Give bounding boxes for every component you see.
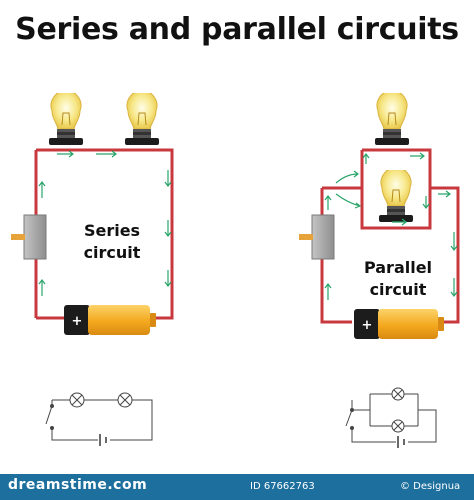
series-schematic-switch <box>45 405 53 425</box>
footer-brand: dreamstime.com <box>8 477 148 493</box>
parallel-schematic-battery <box>397 436 405 448</box>
parallel-battery: + <box>354 309 444 339</box>
parallel-current-arrows <box>324 152 458 300</box>
parallel-schematic-lamp-2 <box>391 419 405 433</box>
series-bulb-1 <box>48 93 84 145</box>
series-circuit: + <box>11 93 174 335</box>
parallel-wire <box>320 148 460 324</box>
parallel-bulb-1 <box>374 93 410 145</box>
parallel-schematic <box>345 387 437 448</box>
series-schematic-lamp-2 <box>117 392 133 408</box>
series-schematic-lamp-1 <box>69 392 85 408</box>
series-label-line-2: circuit <box>83 243 141 262</box>
series-battery-plus: + <box>72 314 83 329</box>
parallel-circuit-label: Parallel circuit <box>358 257 438 301</box>
series-battery: + <box>64 305 156 335</box>
parallel-circuit: + <box>299 93 460 339</box>
stock-footer-bar: dreamstime.com ID 67662763 © Designua <box>0 474 474 500</box>
parallel-label-line-2: circuit <box>369 280 427 299</box>
footer-image-id: ID 67662763 <box>250 481 315 492</box>
series-label-line-1: Series <box>83 221 141 240</box>
series-current-arrows <box>38 150 172 296</box>
series-switch <box>11 214 47 260</box>
parallel-label-line-1: Parallel <box>363 258 433 277</box>
series-schematic <box>45 392 153 446</box>
parallel-bulb-2 <box>378 170 414 222</box>
series-bulb-2 <box>124 93 160 145</box>
diagram-title: Series and parallel circuits <box>15 12 459 47</box>
parallel-battery-plus: + <box>362 318 373 333</box>
parallel-switch <box>299 214 335 260</box>
parallel-schematic-switch <box>345 409 353 427</box>
series-circuit-label: Series circuit <box>72 220 152 264</box>
series-schematic-battery <box>99 434 107 446</box>
footer-credit: © Designua <box>400 481 461 492</box>
parallel-schematic-lamp-1 <box>391 387 405 401</box>
